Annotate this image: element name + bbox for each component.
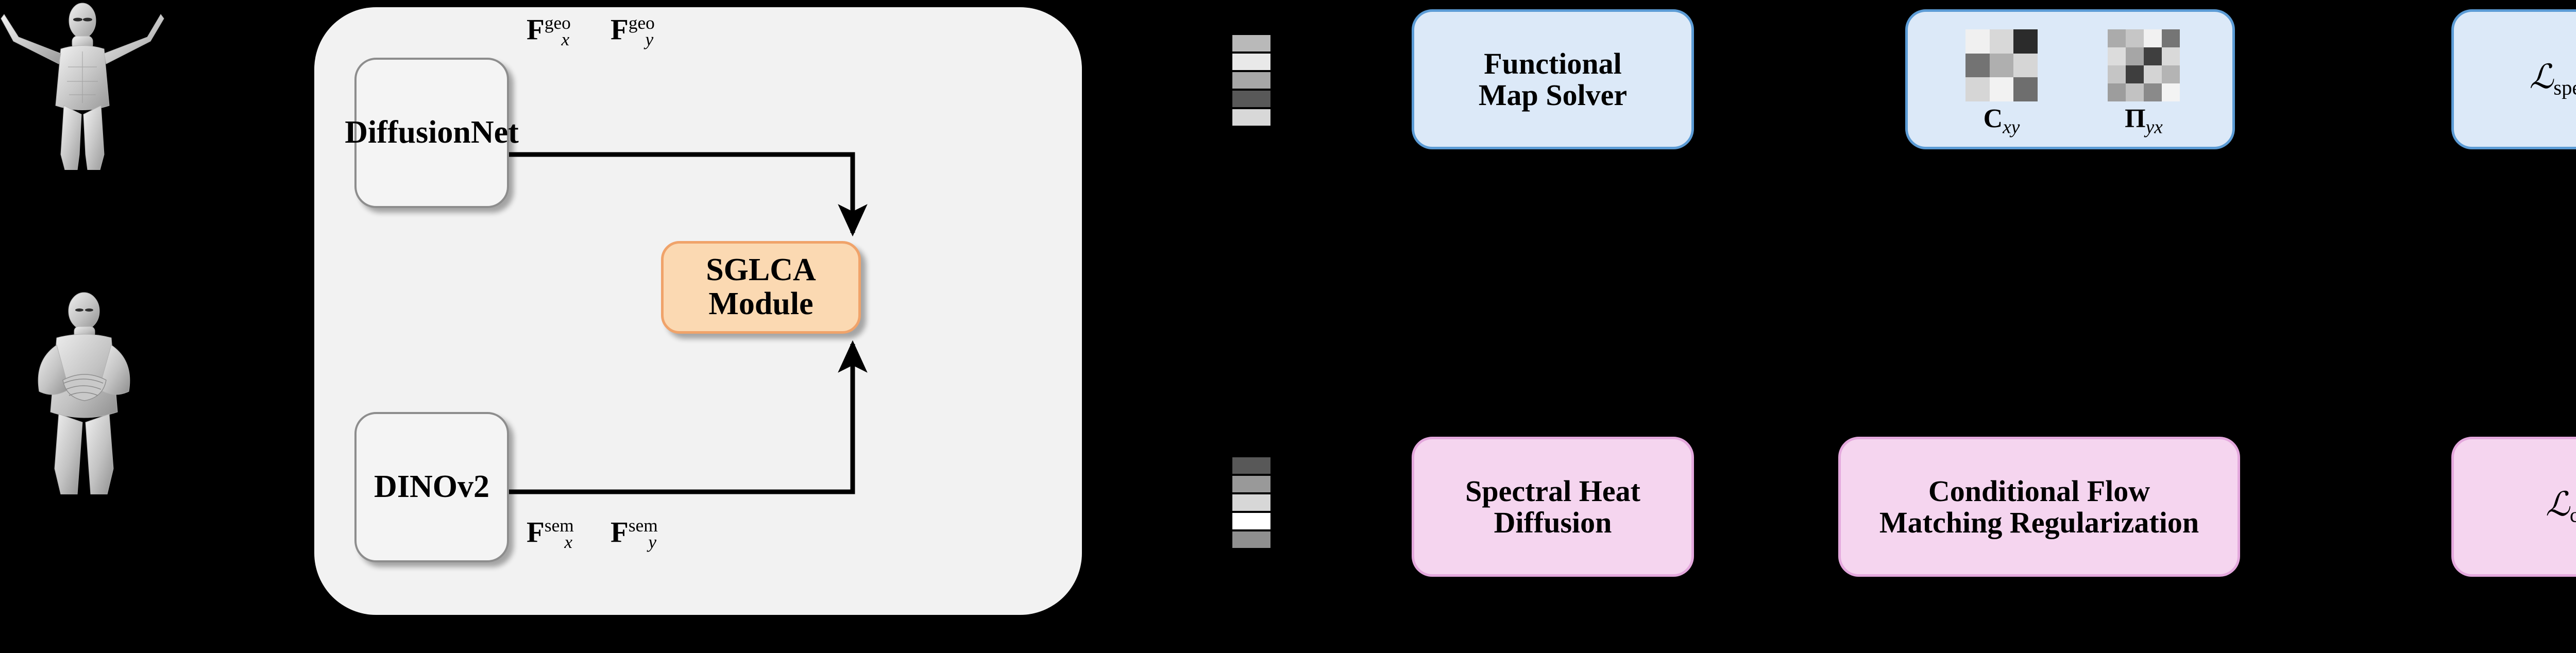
matrix-cell: [2013, 77, 2038, 101]
label-f-sem-x-sub: x: [564, 532, 573, 553]
feature-bar: [1232, 91, 1270, 107]
feature-bar: [1232, 531, 1270, 548]
node-spectral-heat-diffusion[interactable]: Spectral Heat Diffusion: [1412, 437, 1694, 577]
label-f-geo-y-base: F: [611, 13, 629, 46]
matrix-cell: [2013, 53, 2038, 78]
matrix-pi-yx-base: Π: [2125, 104, 2146, 133]
matrix-pi-yx: Πyx: [2108, 29, 2180, 138]
regularization-label-line2: Matching Regularization: [1879, 506, 2199, 539]
node-loss-spectral[interactable]: ℒspectral: [2451, 9, 2576, 149]
node-diffusionnet[interactable]: DiffusionNet: [345, 58, 519, 208]
feature-bar: [1232, 476, 1270, 492]
matrix-cell: [1989, 53, 2014, 78]
feature-bar: [1232, 72, 1270, 89]
matrix-c-xy: Cxy: [1965, 29, 2038, 138]
matrix-cell: [2144, 65, 2162, 83]
feature-bar: [1232, 54, 1270, 70]
input-source-mesh: [0, 0, 165, 170]
node-diffusionnet-label: DiffusionNet: [345, 115, 519, 150]
node-sglca-label: SGLCA Module: [706, 252, 816, 321]
label-f-geo-x: Fgeox: [527, 12, 571, 50]
feature-bar: [1232, 109, 1270, 126]
label-f-geo-x-sub: x: [561, 29, 570, 50]
label-f-geo-y-sup: geo: [628, 13, 655, 33]
matrix-cell: [1965, 77, 1990, 101]
label-f-geo-y-sub: y: [645, 29, 654, 50]
diffusion-label-line2: Diffusion: [1494, 506, 1612, 539]
label-f-sem-y-sub: y: [648, 532, 657, 553]
loss-spectral-subscript: spectral: [2553, 76, 2576, 99]
diffusion-label-line1: Spectral Heat: [1465, 474, 1640, 508]
matrix-cell: [2108, 29, 2126, 47]
matrix-cell: [1989, 77, 2014, 101]
matrix-pi-yx-sub: yx: [2145, 116, 2163, 138]
label-f-sem-x-sup: sem: [544, 515, 574, 536]
loss-cfm-symbol: ℒ: [2546, 486, 2570, 524]
node-dinov2[interactable]: DINOv2: [354, 412, 509, 562]
solver-label-line2: Map Solver: [1478, 78, 1628, 112]
matrix-cell: [2126, 47, 2144, 65]
matrix-cell: [1989, 29, 2014, 54]
node-dinov2-label: DINOv2: [374, 469, 489, 505]
matrix-cell: [2144, 29, 2162, 47]
matrix-pi-yx-label: Πyx: [2125, 105, 2163, 138]
matrix-cell: [2108, 65, 2126, 83]
matrix-cell: [2108, 83, 2126, 101]
label-f-geo-x-base: F: [527, 13, 545, 46]
matrix-cell: [2126, 65, 2144, 83]
node-sglca-module[interactable]: SGLCA Module: [661, 241, 861, 334]
solver-label-line1: Functional: [1484, 46, 1622, 80]
matrix-pi-yx-grid: [2108, 29, 2180, 101]
matrix-cell: [1965, 29, 1990, 54]
input-target-mesh: [9, 288, 159, 494]
label-f-geo-y: Fgeoy: [611, 12, 655, 50]
node-matrices-panel[interactable]: Cxy Πyx: [1905, 9, 2235, 149]
matrix-cell: [2162, 29, 2180, 47]
loss-spectral-symbol: ℒ: [2529, 59, 2554, 96]
regularization-label-line1: Conditional Flow: [1928, 474, 2150, 508]
node-functional-map-solver[interactable]: Functional Map Solver: [1412, 9, 1694, 149]
matrix-cell: [2144, 83, 2162, 101]
loss-spectral-label: ℒspectral: [2530, 60, 2576, 99]
label-f-sem-y-base: F: [611, 516, 629, 548]
matrix-cell: [2126, 29, 2144, 47]
matrix-c-xy-base: C: [1983, 104, 2003, 133]
matrix-c-xy-label: Cxy: [1984, 105, 2020, 138]
loss-cfm-subscript: cfm: [2569, 503, 2576, 527]
feature-bar: [1232, 457, 1270, 474]
label-f-geo-x-sup: geo: [544, 13, 571, 33]
node-cfm-regularization[interactable]: Conditional Flow Matching Regularization: [1838, 437, 2240, 577]
matrix-cell: [1965, 53, 1990, 78]
label-f-sem-x: Fsemx: [527, 515, 574, 553]
matrix-cell: [2144, 47, 2162, 65]
label-f-sem-x-base: F: [527, 516, 545, 548]
matrix-cell: [2126, 83, 2144, 101]
label-f-sem-y-sup: sem: [628, 515, 658, 536]
matrix-cell: [2013, 29, 2038, 54]
matrix-cell: [2162, 65, 2180, 83]
matrix-c-xy-sub: xy: [2003, 116, 2020, 138]
feature-bar: [1232, 494, 1270, 511]
feature-bar: [1232, 35, 1270, 51]
feature-stack-bottom: [1232, 457, 1270, 548]
feature-stack-top: [1232, 35, 1270, 126]
matrix-cell: [2162, 47, 2180, 65]
matrix-c-xy-grid: [1965, 29, 2038, 101]
matrix-cell: [2162, 83, 2180, 101]
feature-bar: [1232, 513, 1270, 529]
label-f-sem-y: Fsemy: [611, 515, 658, 553]
matrix-cell: [2108, 47, 2126, 65]
loss-cfm-label: ℒcfm: [2546, 487, 2576, 526]
node-loss-cfm[interactable]: ℒcfm: [2451, 437, 2576, 577]
